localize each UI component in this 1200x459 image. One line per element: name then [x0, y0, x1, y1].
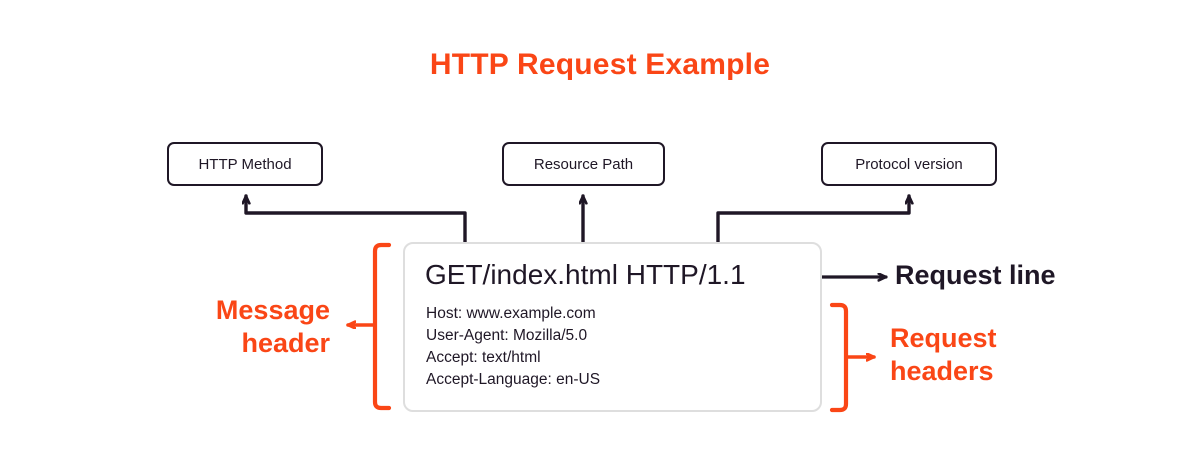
label-message-header-line1: Message [215, 295, 330, 325]
callout-http-method-label: HTTP Method [198, 155, 292, 173]
callout-resource-path[interactable]: Resource Path [502, 142, 665, 186]
label-request-headers-line1: Request [890, 323, 997, 353]
request-line-text: GET/index.html HTTP/1.1 [425, 259, 746, 290]
bracket-message-header [372, 242, 392, 411]
callout-protocol-version[interactable]: Protocol version [821, 142, 997, 186]
label-request-headers-line2: headers [890, 356, 994, 386]
header-accept-language: Accept-Language: en-US [426, 371, 601, 388]
callout-resource-path-label: Resource Path [533, 155, 634, 173]
callout-protocol-version-label: Protocol version [855, 155, 963, 173]
label-request-line: Request line [895, 260, 1056, 290]
http-request-panel [403, 242, 822, 412]
header-host: Host: www.example.com [426, 305, 596, 322]
header-user-agent: User-Agent: Mozilla/5.0 [426, 327, 588, 344]
label-request-headers: Request headers [890, 322, 1110, 388]
request-headers-list: Host: www.example.com User-Agent: Mozill… [426, 303, 600, 391]
page-title: HTTP Request Example [429, 48, 771, 81]
label-message-header: Message header [140, 294, 330, 360]
callout-http-method[interactable]: HTTP Method [167, 142, 323, 186]
bracket-request-headers [829, 302, 849, 413]
label-message-header-line2: header [241, 328, 330, 358]
header-accept: Accept: text/html [426, 349, 541, 366]
